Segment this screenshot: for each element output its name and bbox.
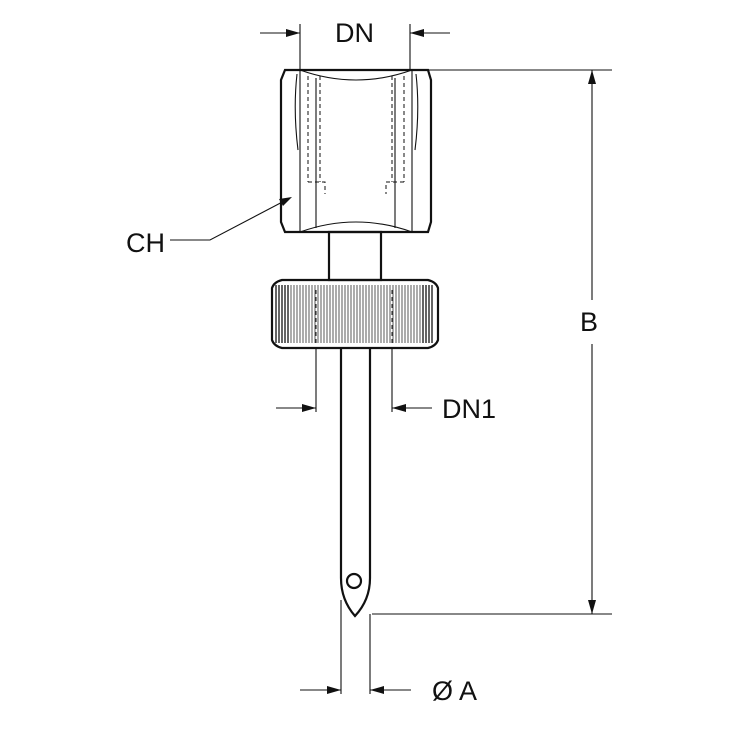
- hex-nut: [279, 68, 433, 234]
- label-dn: DN: [335, 18, 374, 48]
- label-b: B: [580, 307, 598, 337]
- dimension-b: B: [372, 69, 612, 615]
- dimension-diam-a: Ø A: [300, 600, 477, 706]
- knurled-ring: [270, 278, 440, 350]
- probe-hole: [345, 572, 363, 590]
- label-diam-a: Ø A: [432, 676, 477, 706]
- neck: [327, 230, 383, 282]
- callout-ch: CH: [126, 197, 292, 258]
- probe-shaft: [339, 348, 372, 618]
- dimension-dn: DN: [260, 18, 450, 70]
- label-ch: CH: [126, 228, 165, 258]
- label-dn1: DN1: [442, 394, 496, 424]
- dimension-dn1: DN1: [276, 348, 496, 424]
